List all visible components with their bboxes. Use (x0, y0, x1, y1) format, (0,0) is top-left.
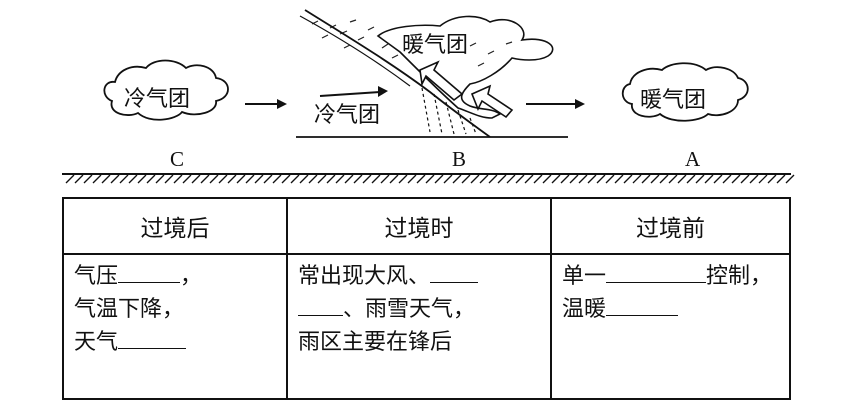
during-precip-text: 、雨雪天气， (343, 297, 476, 322)
ground-hatching (65, 174, 795, 184)
warm-air-cloud-right (621, 62, 749, 122)
table-body-row: 气压 ， 气温下降， 天气 常出现大风、 、雨雪天气， 雨区主要在锋后 单一 控制，… (62, 253, 791, 400)
motion-arrow-right (526, 99, 585, 109)
cold-air-cloud-left (103, 59, 229, 121)
before-single-text: 单一 (562, 264, 607, 289)
cell-before: 单一 控制， 温暖 (550, 253, 791, 400)
before-control-text: 控制， (706, 264, 773, 289)
weather-table: 过境后 过境时 过境前 气压 ， 气温下降， 天气 常出现大风、 、雨雪天气， 雨… (62, 197, 791, 400)
cell-after: 气压 ， 气温下降， 天气 (62, 253, 288, 400)
warm-air-cloud-front (376, 15, 554, 119)
precipitation-marks (421, 87, 477, 135)
before-line-2: 温暖 (562, 293, 783, 326)
warm-air-label-right: 暖气团 (640, 88, 706, 113)
during-line-2: 、雨雪天气， (298, 293, 544, 326)
cold-air-arrow (319, 86, 388, 97)
cold-front-diagram: 冷气团 暖气团 暖气团 (62, 9, 795, 184)
answer-blank[interactable] (118, 260, 181, 283)
after-line-3: 天气 (74, 326, 280, 359)
cold-air-label-wedge: 冷气团 (314, 103, 380, 128)
answer-blank[interactable] (606, 293, 679, 316)
answer-blank[interactable] (118, 326, 187, 349)
answer-blank[interactable] (298, 293, 343, 316)
table-header-row: 过境后 过境时 过境前 (62, 197, 791, 255)
header-during: 过境时 (286, 197, 552, 255)
header-after: 过境后 (62, 197, 288, 255)
header-before: 过境前 (550, 197, 791, 255)
point-b-label: B (452, 147, 466, 171)
before-line-1: 单一 控制， (562, 260, 783, 293)
frontal-surface-lower (299, 15, 411, 87)
before-warm-text: 温暖 (562, 297, 607, 322)
after-pressure-text: 气压 (74, 264, 119, 289)
rising-air-arrow-upper (419, 60, 464, 102)
frontal-surface-upper (304, 9, 491, 138)
answer-blank[interactable] (606, 260, 707, 283)
after-line-1: 气压 ， (74, 260, 280, 293)
after-weather-text: 天气 (74, 330, 119, 355)
point-a-label: A (685, 147, 701, 171)
cell-during: 常出现大风、 、雨雪天气， 雨区主要在锋后 (286, 253, 552, 400)
rising-air-arrow-lower (470, 84, 514, 119)
cold-air-label-left: 冷气团 (124, 87, 190, 112)
after-line-2: 气温下降， (74, 297, 185, 322)
during-line-3: 雨区主要在锋后 (298, 330, 453, 355)
during-wind-text: 常出现大风、 (298, 264, 431, 289)
point-c-label: C (170, 147, 184, 171)
warm-air-label-top: 暖气团 (402, 33, 468, 58)
motion-arrow-left (245, 99, 287, 109)
answer-blank[interactable] (430, 260, 479, 283)
during-line-1: 常出现大风、 (298, 260, 544, 293)
after-line1-tail: ， (180, 264, 203, 289)
